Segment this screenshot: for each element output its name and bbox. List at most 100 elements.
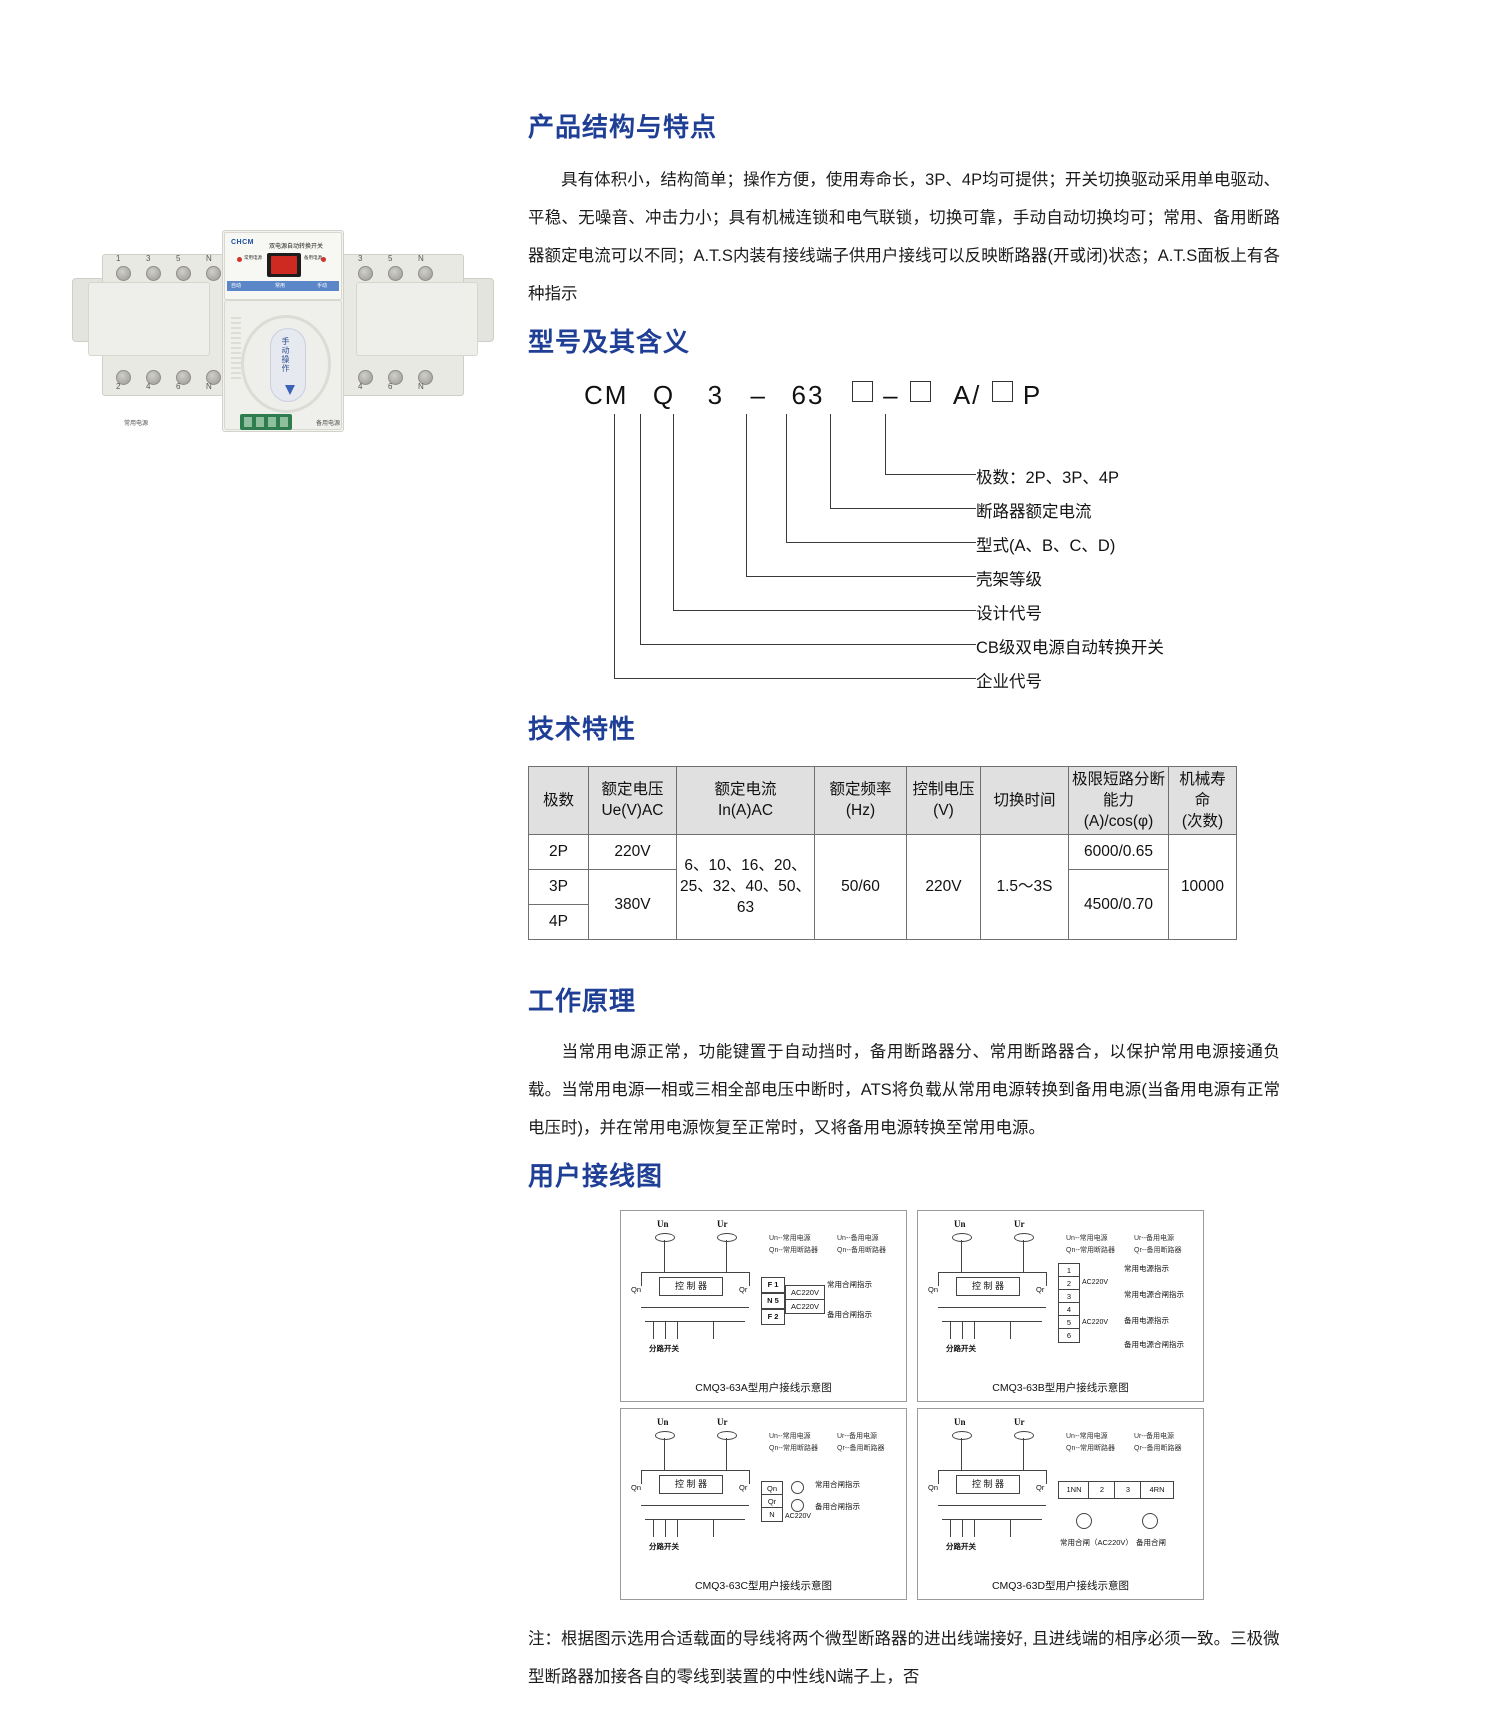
branch-switch-label: 分路开关	[946, 1343, 976, 1353]
leader-line-design-h	[673, 610, 976, 612]
terminal-label: 4	[358, 382, 363, 391]
branch-line	[713, 1320, 714, 1339]
controller-box: 控 制 器	[956, 1474, 1020, 1494]
terminal-screw	[418, 370, 433, 385]
source-symbol-right	[1014, 1430, 1034, 1440]
wiring-diagram-c: Un Ur 控 制 器 Qn Qr 分路开关 Qn Q	[620, 1407, 907, 1600]
cell-breaking-6000: 6000/0.65	[1068, 833, 1169, 870]
source-label-un: Un	[954, 1416, 966, 1427]
th-frequency: 额定频率 (Hz)	[814, 765, 907, 835]
wiring-diagrams: Un Ur 控 制 器 Qn Qr 分路开关 F 1	[620, 1209, 1204, 1600]
legend-un: Un--常用电源	[769, 1432, 811, 1440]
source-label-ur: Ur	[717, 1416, 728, 1427]
load-bus	[645, 1518, 745, 1520]
branch-line	[950, 1518, 951, 1537]
arrow-down-icon	[285, 385, 295, 395]
terminal-label: N	[418, 254, 424, 263]
knob-label: 手动操作	[281, 337, 290, 373]
legend-un: Un--常用电源	[1066, 1234, 1108, 1242]
node-label-qn: Qn	[928, 1482, 939, 1492]
th-voltage: 额定电压 Ue(V)AC	[588, 765, 677, 835]
source-symbol-right	[717, 1232, 737, 1242]
legend-qr: Qr--备用断路器	[837, 1444, 885, 1452]
leader-line-company-h	[614, 678, 976, 680]
rocker-switch[interactable]	[267, 253, 301, 277]
th-switch-time: 切换时间	[980, 765, 1069, 835]
th-breaking: 极限短路分断能力 (A)/cos(φ)	[1068, 765, 1169, 835]
model-code-3: 3	[707, 380, 725, 411]
terminal-label: 2	[116, 382, 121, 391]
terminal-d4: 4RN	[1140, 1480, 1174, 1499]
lamp-icon-backup	[791, 1498, 804, 1512]
th-current: 额定电流 In(A)AC	[676, 765, 815, 835]
indicator-b4: 备用电源合闸指示	[1124, 1339, 1184, 1349]
th-cv-l2: (V)	[933, 802, 954, 820]
bus-line-bottom	[641, 1306, 749, 1308]
bus-line-top	[641, 1271, 749, 1273]
model-code: CM Q 3 – 63 – A/ P	[584, 380, 1042, 411]
mains-led	[237, 257, 242, 262]
th-poles-l1: 极数	[542, 791, 574, 809]
table-row: 3P 380V 4500/0.70	[528, 868, 1237, 940]
terminal-label: 1	[116, 254, 121, 263]
source-label-ur: Ur	[1014, 1218, 1025, 1229]
terminal-screw	[146, 370, 161, 385]
branch-switch-label: 分路开关	[649, 1343, 679, 1353]
model-designation-diagram: CM Q 3 – 63 – A/ P 极数：2P、3P、	[528, 380, 1288, 691]
manual-operation-knob[interactable]: 手动操作	[241, 315, 331, 413]
th-st-l1: 切换时间	[993, 791, 1056, 809]
legend-ur: Ur--备用电源	[1134, 1432, 1175, 1440]
node-label-qr: Qr	[739, 1482, 748, 1492]
leader-line-frame-h	[746, 576, 976, 578]
bus-drop-left	[641, 1469, 642, 1484]
th-ml-l1: 机械寿命	[1179, 770, 1226, 809]
feed-line-left	[664, 1239, 665, 1272]
branch-line	[974, 1320, 975, 1339]
product-photo: 1 3 5 N 1 3 5 N 2 4 6 N	[72, 222, 494, 452]
branch-line	[665, 1320, 666, 1339]
terminal-d3: 3	[1114, 1480, 1142, 1499]
terminal-label: N	[418, 382, 424, 391]
bus-drop-right	[749, 1271, 750, 1286]
terminal-label: 3	[358, 254, 363, 263]
section-heading-structure: 产品结构与特点	[528, 112, 718, 142]
bus-line-bottom	[938, 1306, 1046, 1308]
terminal-label: 5	[176, 254, 181, 263]
bus-drop-left	[938, 1469, 939, 1484]
source-symbol-left	[655, 1430, 675, 1440]
terminal-label: N	[206, 254, 212, 263]
knob-zone: 手动操作	[224, 300, 342, 430]
th-bk-l2: (A)/cos(φ)	[1083, 812, 1154, 830]
branch-line	[974, 1518, 975, 1537]
terminal-screw	[116, 266, 131, 281]
th-current-l2: In(A)AC	[717, 802, 774, 820]
terminal-screw	[206, 370, 221, 385]
th-voltage-l2: Ue(V)AC	[601, 802, 664, 820]
model-label-company: 企业代号	[976, 673, 1042, 692]
branch-line	[677, 1320, 678, 1339]
legend-qr: Qr--备用断路器	[1134, 1246, 1182, 1254]
knob-indicator: 手动操作	[270, 328, 306, 402]
branch-line	[665, 1518, 666, 1537]
model-label-cb: CB级双电源自动转换开关	[976, 639, 1164, 658]
terminal-label: 3	[146, 254, 151, 263]
feed-line-right	[1023, 1239, 1024, 1272]
backup-led-label: 备用电源	[304, 255, 322, 260]
cell-switch-time: 1.5～3S	[980, 833, 1069, 940]
indicator-b3: 备用电源指示	[1124, 1315, 1169, 1325]
node-label-qn: Qn	[631, 1284, 642, 1294]
bus-line-bottom	[938, 1504, 1046, 1506]
terminal-label: 6	[176, 382, 181, 391]
cell-poles-3p: 3P	[528, 868, 589, 905]
mode-bar: 自动 常用 手动	[227, 281, 339, 291]
model-code-63: 63	[791, 380, 825, 411]
branch-line	[962, 1320, 963, 1339]
model-label-poles: 极数：2P、3P、4P	[976, 469, 1120, 488]
model-code-box-current	[909, 381, 931, 403]
terminal-d2: 2	[1088, 1480, 1116, 1499]
source-symbol-left	[952, 1232, 972, 1242]
terminal-screw	[418, 266, 433, 281]
cell-current-rating: 6、10、16、20、25、32、40、50、63	[676, 833, 815, 940]
leader-line-cb	[640, 414, 641, 645]
